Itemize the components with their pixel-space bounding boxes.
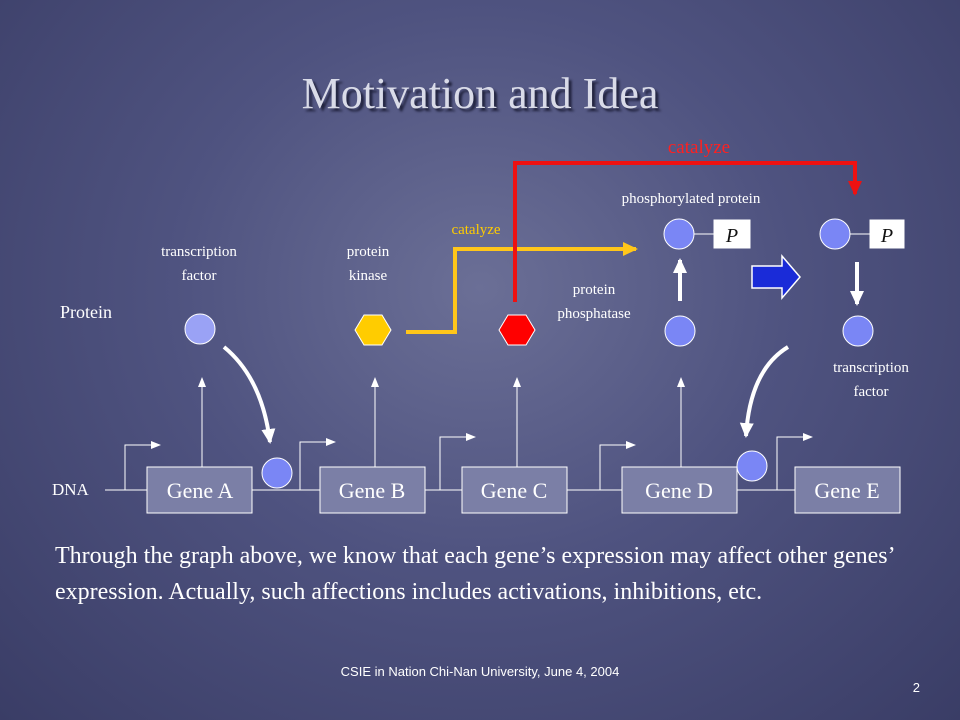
gene-c-label: Gene C	[481, 478, 548, 503]
explanation-paragraph: Through the graph above, we know that ea…	[55, 543, 894, 605]
bound-protein-a	[261, 457, 293, 489]
transcription-factor-protein-a	[184, 313, 216, 345]
expression-arrows	[198, 377, 685, 467]
catalyze-label-yellow: catalyze	[451, 222, 500, 238]
catalyze-arrow-yellow	[406, 242, 638, 334]
slide-title: Motivation and Idea	[301, 69, 659, 118]
gene-d-box	[621, 466, 738, 514]
gene-d-label: Gene D	[645, 478, 713, 503]
protein-row-label: Protein	[60, 302, 112, 322]
tf-right-label-line1: transcription	[833, 360, 909, 376]
promoter-arrow-d	[599, 441, 636, 490]
binding-arrow-a	[222, 345, 276, 444]
gene-a-label: Gene A	[167, 478, 234, 503]
tf-left-label-line2: factor	[182, 268, 217, 284]
tf-left-label-line1: transcription	[161, 244, 237, 260]
phosphate-label-1: P	[725, 225, 738, 247]
promoter-arrow-e	[776, 433, 813, 490]
phosphate-box-2	[869, 219, 905, 249]
transcription-factor-protein-e	[842, 315, 874, 347]
catalyze-label-red: catalyze	[668, 137, 730, 158]
phosphorylated-protein-e	[819, 218, 851, 250]
gene-c-box	[461, 466, 568, 514]
footer-text: CSIE in Nation Chi-Nan University, June …	[340, 664, 620, 679]
tf-right-label-line2: factor	[854, 384, 889, 400]
gene-e-label: Gene E	[814, 478, 879, 503]
gene-e-box	[794, 466, 901, 514]
promoter-arrows	[124, 433, 813, 490]
gene-b-box	[319, 466, 426, 514]
phosphatase-label-line1: protein	[573, 282, 616, 298]
protein-phosphatase-hexagon	[498, 314, 536, 346]
transfer-block-arrow-icon	[751, 253, 801, 301]
promoter-arrow-a	[124, 441, 161, 490]
phosphatase-label-line2: phosphatase	[557, 306, 631, 322]
gene-b-label: Gene B	[339, 478, 406, 503]
phosphate-label-2: P	[880, 225, 893, 247]
phosphate-box-1	[713, 219, 751, 249]
protein-kinase-hexagon	[354, 314, 392, 346]
binding-arrow-e	[739, 345, 790, 438]
phosphorylated-protein-label: phosphorylated protein	[622, 191, 761, 207]
kinase-label-line1: protein	[347, 244, 390, 260]
promoter-arrow-b	[299, 438, 336, 490]
catalyze-arrow-red	[513, 161, 862, 302]
promoter-arrow-c	[439, 433, 476, 490]
gene-boxes	[146, 466, 901, 514]
gene-a-box	[146, 466, 253, 514]
dna-row-label: DNA	[52, 480, 90, 499]
page-number: 2	[912, 680, 920, 695]
bound-protein-e	[736, 450, 768, 482]
kinase-label-line2: kinase	[349, 268, 388, 284]
phosphorylated-protein-d	[663, 218, 695, 250]
protein-d	[664, 315, 696, 347]
